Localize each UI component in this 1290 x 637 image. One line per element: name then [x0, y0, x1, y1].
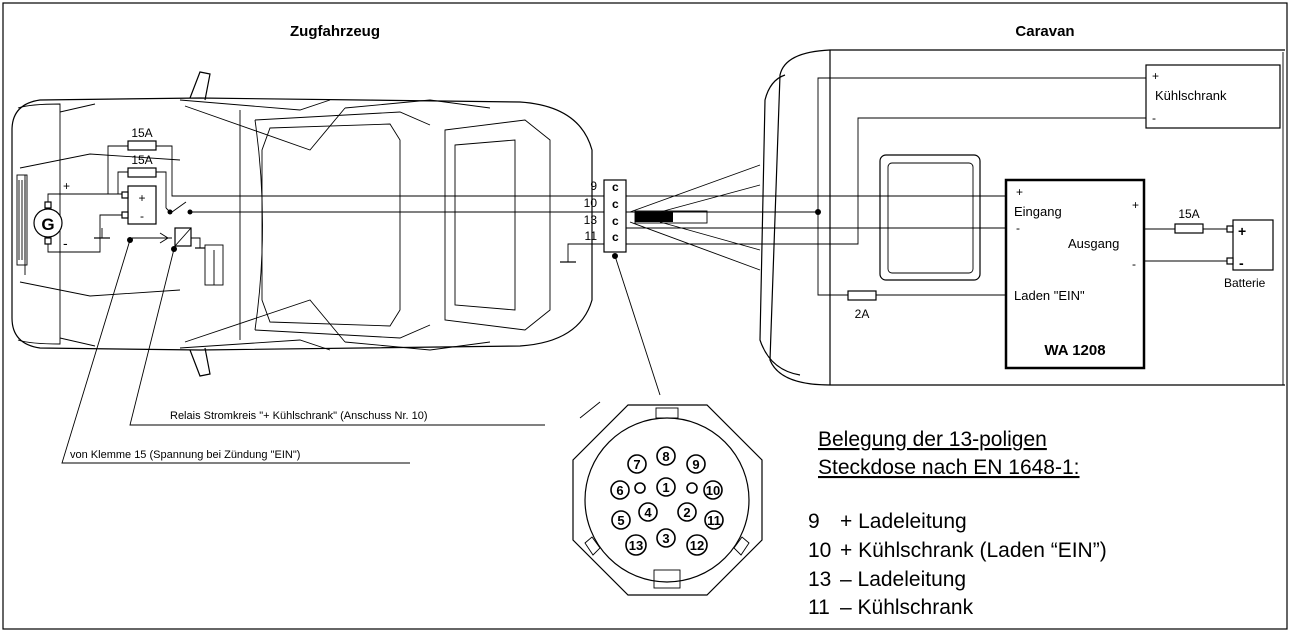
fridge-plus: + — [1152, 69, 1159, 83]
pin-13: 13 — [629, 538, 643, 553]
fuse-charge-label: 2A — [855, 307, 870, 321]
fridge-minus: - — [1152, 111, 1156, 125]
input-plus: + — [1016, 185, 1023, 199]
legend-title-2: Steckdose nach EN 1648-1: — [818, 456, 1080, 479]
pin-3-top: 8 — [662, 449, 669, 464]
input-minus: - — [1016, 221, 1020, 235]
pin-5: 5 — [617, 513, 624, 528]
battery-plus: + — [1238, 223, 1246, 239]
output-plus: + — [1132, 198, 1139, 212]
car-outline — [11, 71, 593, 377]
legend-text-9: + Ladeleitung — [840, 510, 967, 533]
vehicle-wiring: 15A 15A + - G + - — [33, 126, 612, 263]
generator-plus: + — [63, 179, 70, 193]
car-battery-plus: + — [138, 191, 145, 205]
fuse-second — [127, 167, 157, 178]
legend-text-10: + Kühlschrank (Laden “EIN”) — [840, 539, 1107, 562]
tow-bar — [629, 164, 761, 271]
legend-pin-9: 9 — [808, 510, 820, 533]
legend-title-1: Belegung der 13-poligen — [818, 428, 1047, 451]
caravan-wiring: 2A + Kühlschrank - + Eingang - + Ausgang… — [626, 64, 1281, 370]
generator-icon — [33, 208, 63, 238]
car-battery-minus: - — [140, 209, 144, 223]
pin-2: 2 — [683, 505, 690, 520]
svg-text:c: c — [612, 180, 619, 194]
socket-number-10: 10 — [584, 196, 598, 210]
relay-callout: Relais Stromkreis "+ Kühlschrank" (Ansch… — [170, 410, 428, 422]
pin-6: 6 — [616, 483, 623, 498]
pin-4: 4 — [644, 505, 652, 520]
socket-number-9: 9 — [590, 179, 597, 193]
fuse-output-label: 15A — [1178, 207, 1199, 221]
caravan-outline — [759, 49, 1285, 386]
pin-7: 7 — [633, 457, 640, 472]
caravan-heading: Caravan — [1015, 23, 1074, 40]
pin-9: 9 — [692, 457, 699, 472]
fuse-charge — [847, 290, 877, 301]
pin-1: 1 — [662, 480, 669, 495]
fridge-label: Kühlschrank — [1155, 88, 1227, 103]
legend-pin-10: 10 — [808, 539, 831, 562]
device-name: WA 1208 — [1044, 342, 1105, 359]
connector-13pin: 8 7 9 6 1 10 5 4 2 11 13 3 12 — [572, 404, 763, 596]
pin-3: 3 — [662, 531, 669, 546]
socket-number-11: 11 — [585, 229, 598, 243]
svg-text:c: c — [612, 214, 619, 228]
fuse-second-label: 15A — [131, 153, 152, 167]
legend-text-13: – Ladeleitung — [840, 568, 966, 591]
generator-symbol: G — [41, 215, 54, 234]
charge-label: Laden "EIN" — [1014, 288, 1085, 303]
fuse-output — [1174, 223, 1204, 234]
svg-text:c: c — [612, 230, 619, 244]
legend-pin-11: 11 — [808, 596, 830, 619]
wa1208-box — [1004, 178, 1146, 370]
battery-minus: - — [1239, 255, 1244, 271]
fridge-box — [1145, 64, 1281, 129]
socket-panel: 9 10 13 11 c c c c — [584, 179, 627, 259]
pin-12: 12 — [690, 538, 704, 553]
caravan-battery — [1232, 219, 1274, 271]
output-label: Ausgang — [1068, 236, 1119, 251]
fuse-top-label: 15A — [131, 126, 152, 140]
generator-minus: - — [63, 235, 68, 251]
fuse-top — [127, 140, 157, 151]
vehicle-heading: Zugfahrzeug — [290, 23, 380, 40]
callouts: Relais Stromkreis "+ Kühlschrank" (Ansch… — [61, 239, 661, 464]
terminal-callout: von Klemme 15 (Spannung bei Zündung "EIN… — [70, 449, 300, 461]
pin-10: 10 — [706, 483, 720, 498]
svg-text:c: c — [612, 197, 619, 211]
car-battery — [127, 185, 157, 225]
input-label: Eingang — [1014, 204, 1062, 219]
battery-label: Batterie — [1224, 276, 1266, 290]
socket-number-13: 13 — [584, 213, 598, 227]
legend-pin-13: 13 — [808, 568, 831, 591]
legend-text-11: – Kühlschrank — [840, 596, 974, 619]
pin-legend: Belegung der 13-poligen Steckdose nach E… — [808, 428, 1107, 619]
output-minus: - — [1132, 257, 1136, 271]
pin-11: 11 — [707, 513, 721, 528]
